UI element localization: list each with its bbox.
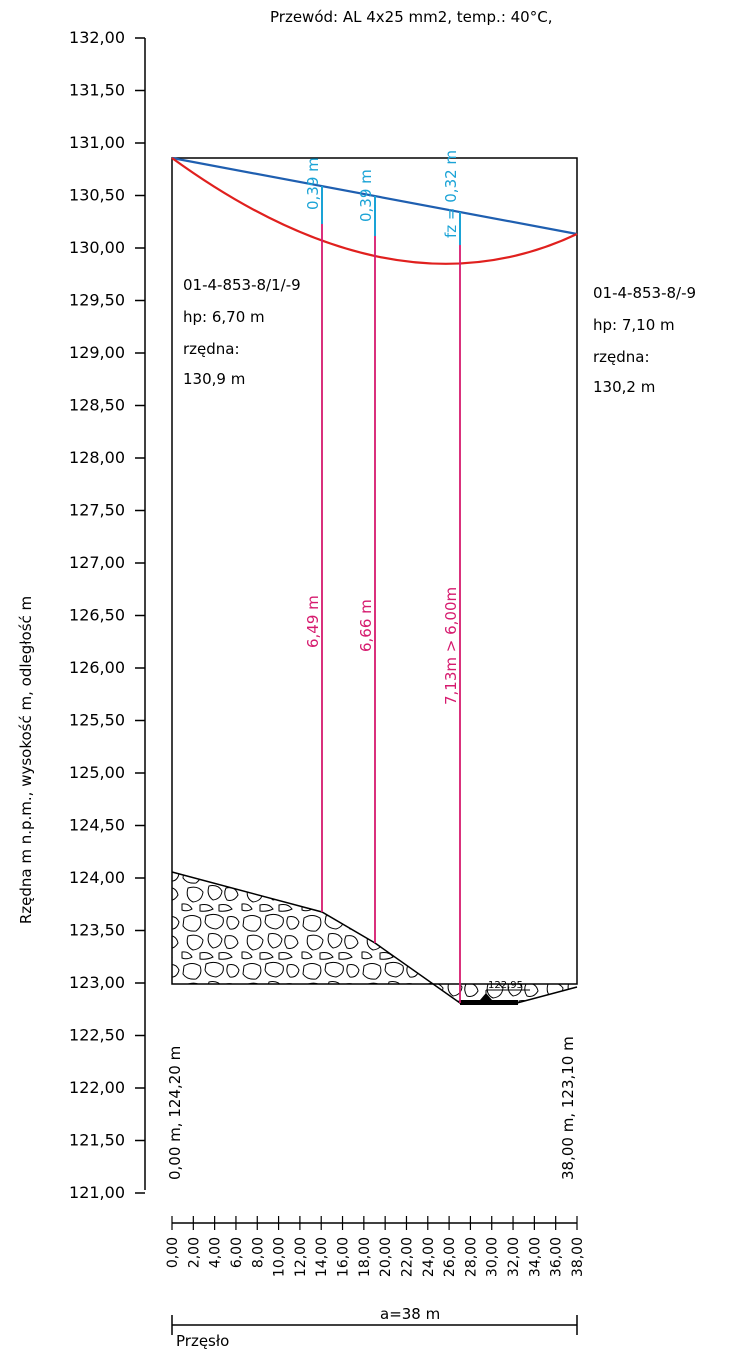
y-tick-label: 132,00 bbox=[69, 28, 125, 47]
x-tick-label: 4,00 bbox=[208, 1237, 224, 1268]
y-tick-label: 124,50 bbox=[69, 816, 125, 835]
span-label: a=38 m bbox=[380, 1305, 440, 1323]
x-tick-label: 16,00 bbox=[336, 1237, 352, 1277]
left-pole-rzedna-label: rzędna: bbox=[183, 340, 240, 358]
sag-curve bbox=[171, 157, 578, 265]
x-tick-label: 6,00 bbox=[229, 1237, 245, 1268]
y-tick-label: 122,00 bbox=[69, 1078, 125, 1097]
right-ground-label: 38,00 m, 123,10 m bbox=[559, 1036, 577, 1180]
x-tick-label: 0,00 bbox=[165, 1237, 181, 1268]
y-tick-label: 121,00 bbox=[69, 1183, 125, 1202]
left-pole-hp: hp: 6,70 m bbox=[183, 308, 265, 326]
y-tick-label: 129,50 bbox=[69, 291, 125, 310]
x-ticks: 0,00 2,00 4,00 6,00 8,00 10,00 12,00 14,00 16,00… bbox=[165, 1216, 586, 1277]
y-tick-label: 122,50 bbox=[69, 1026, 125, 1045]
sag-label-1: 0,39 m bbox=[304, 157, 322, 210]
clearance-label-2: 6,66 m bbox=[357, 599, 375, 652]
y-tick-label: 128,50 bbox=[69, 396, 125, 415]
x-tick-label: 26,00 bbox=[442, 1237, 458, 1277]
left-pole-rzedna-value: 130,9 m bbox=[183, 370, 245, 388]
terrain-line bbox=[171, 871, 578, 1004]
clearance-label-3: 7,13m > 6,00m bbox=[442, 587, 460, 705]
terrain-fill bbox=[172, 872, 577, 1003]
x-tick-label: 18,00 bbox=[357, 1237, 373, 1277]
x-tick-label: 8,00 bbox=[250, 1237, 266, 1268]
x-tick-label: 28,00 bbox=[463, 1237, 479, 1277]
y-tick-label: 126,00 bbox=[69, 658, 125, 677]
y-ticks: 132,00 131,50 131,00 130,50 130,00 129,50 129,… bbox=[69, 28, 145, 1202]
x-tick-label: 2,00 bbox=[186, 1237, 202, 1268]
y-tick-label: 131,00 bbox=[69, 133, 125, 152]
x-tick-label: 14,00 bbox=[314, 1237, 330, 1277]
x-tick-label: 38,00 bbox=[570, 1237, 586, 1277]
y-tick-label: 130,50 bbox=[69, 186, 125, 205]
x-tick-label: 20,00 bbox=[378, 1237, 394, 1277]
right-pole-rzedna-label: rzędna: bbox=[593, 348, 650, 366]
road-marker: 122,95 bbox=[460, 980, 530, 1005]
y-tick-label: 127,50 bbox=[69, 501, 125, 520]
right-pole-hp: hp: 7,10 m bbox=[593, 316, 675, 334]
road-elevation-label: 122,95 bbox=[488, 980, 523, 991]
clearance-label-1: 6,49 m bbox=[304, 595, 322, 648]
y-axis-label: Rzędna m n.p.m., wysokość m, odległość m bbox=[17, 596, 35, 924]
right-pole-rzedna-value: 130,2 m bbox=[593, 378, 655, 396]
left-ground-label: 0,00 m, 124,20 m bbox=[166, 1046, 184, 1180]
x-tick-label: 32,00 bbox=[506, 1237, 522, 1277]
y-tick-label: 129,00 bbox=[69, 343, 125, 362]
y-tick-label: 125,50 bbox=[69, 711, 125, 730]
y-tick-label: 124,00 bbox=[69, 868, 125, 887]
y-tick-label: 131,50 bbox=[69, 81, 125, 100]
span-name: Przęsło bbox=[176, 1332, 229, 1350]
right-pole-id: 01-4-853-8/-9 bbox=[593, 284, 696, 302]
sag-label-3: fz = 0,32 m bbox=[442, 150, 460, 238]
x-tick-label: 30,00 bbox=[485, 1237, 501, 1277]
y-tick-label: 121,50 bbox=[69, 1131, 125, 1150]
y-tick-label: 125,00 bbox=[69, 763, 125, 782]
x-tick-label: 22,00 bbox=[399, 1237, 415, 1277]
y-tick-label: 128,00 bbox=[69, 448, 125, 467]
sag-label-2: 0,39 m bbox=[357, 169, 375, 222]
x-tick-label: 36,00 bbox=[549, 1237, 565, 1277]
left-pole-id: 01-4-853-8/1/-9 bbox=[183, 276, 301, 294]
x-tick-label: 24,00 bbox=[421, 1237, 437, 1277]
diagram-title: Przewód: AL 4x25 mm2, temp.: 40°C, bbox=[270, 8, 552, 26]
y-tick-label: 123,00 bbox=[69, 973, 125, 992]
x-tick-label: 12,00 bbox=[293, 1237, 309, 1277]
x-tick-label: 10,00 bbox=[272, 1237, 288, 1277]
y-tick-label: 126,50 bbox=[69, 606, 125, 625]
x-tick-label: 34,00 bbox=[527, 1237, 543, 1277]
y-tick-label: 123,50 bbox=[69, 921, 125, 940]
y-tick-label: 127,00 bbox=[69, 553, 125, 572]
y-tick-label: 130,00 bbox=[69, 238, 125, 257]
